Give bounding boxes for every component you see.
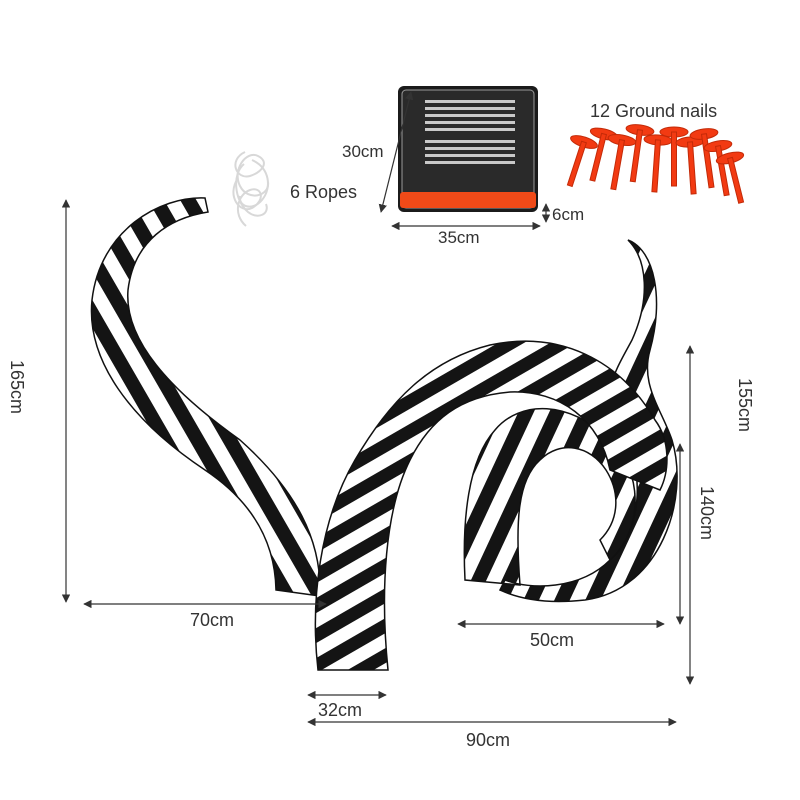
loop-width-label: 50cm [530, 630, 575, 650]
bag-height-label: 30cm [342, 142, 384, 161]
right-height-label: 155cm [735, 378, 755, 433]
right-tentacle [463, 239, 678, 603]
loop-height-label: 140cm [697, 486, 717, 541]
left-height-label: 165cm [7, 360, 27, 415]
total-width-label: 90cm [466, 730, 511, 750]
package-bag [398, 86, 538, 212]
bag-depth-label: 6cm [552, 205, 585, 224]
measurement-lines [61, 91, 695, 727]
left-tentacle [90, 197, 321, 597]
center-tentacle [314, 340, 668, 671]
ground-nails [566, 124, 745, 204]
left-width-label: 70cm [190, 610, 235, 630]
ropes-bundle [232, 151, 270, 227]
ropes-label: 6 Ropes [290, 182, 358, 202]
bag-width-label: 35cm [438, 228, 480, 247]
nails-label: 12 Ground nails [590, 101, 718, 121]
base-width-label: 32cm [318, 700, 363, 720]
